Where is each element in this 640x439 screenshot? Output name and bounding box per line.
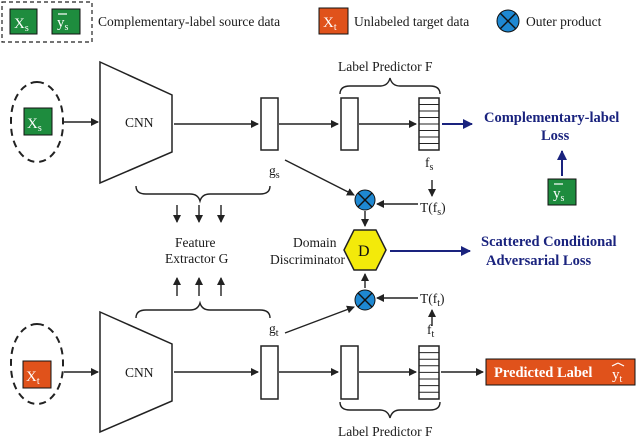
legend-outer-icon (496, 9, 520, 33)
svg-text:Xs: Xs (14, 16, 29, 34)
source-input-dashed-border (10, 81, 64, 163)
domain-discriminator-label-2: Discriminator (270, 252, 345, 267)
outer-product-top-icon (354, 189, 376, 211)
domain-discriminator (343, 229, 387, 271)
source-feature-gs (260, 97, 279, 151)
adversarial-loss-label-1: Scattered Conditional (481, 234, 616, 250)
target-output-label: ft (427, 322, 435, 340)
target-feature-gt (260, 345, 279, 400)
source-cnn (99, 60, 173, 185)
legend-ybar-swatch: ys (51, 8, 81, 35)
complementary-loss-label-2: Loss (541, 128, 570, 144)
predicted-label-box: Predicted Label yt (485, 358, 636, 386)
feature-extractor-brace-top (135, 185, 271, 204)
target-cnn (99, 310, 173, 434)
target-cnn-label: CNN (125, 365, 154, 380)
legend-outer-label: Outer product (526, 14, 602, 29)
source-branch: Xs CNN gs fs Label Predictor F Complemen… (10, 59, 619, 218)
legend-source-swatch: Xs (9, 8, 38, 35)
target-transform-label: T(ft) (420, 291, 445, 309)
source-predictor-layer (340, 97, 359, 151)
source-feature-label: gs (269, 163, 280, 181)
feature-extractor-label-1: Feature (175, 235, 215, 250)
feature-extractor-brace-bottom (135, 300, 271, 319)
source-predictor-brace (339, 77, 441, 95)
svg-text:Xt: Xt (323, 15, 337, 33)
source-cnn-label: CNN (125, 115, 154, 130)
adversarial-loss-label-2: Adversarial Loss (486, 253, 591, 269)
source-predictor-label: Label Predictor F (338, 59, 433, 74)
svg-text:ys: ys (553, 186, 565, 204)
svg-text:Predicted Label: Predicted Label (494, 365, 592, 381)
feature-extractor-label-2: Extractor G (165, 251, 229, 266)
source-input: Xs (23, 107, 53, 136)
svg-text:yt: yt (612, 367, 623, 385)
discriminator-symbol: D (358, 243, 370, 260)
source-transform-label: T(fs) (420, 200, 446, 218)
source-output-label: fs (425, 155, 434, 173)
middle-section: D Domain Discriminator Scattered Conditi… (270, 159, 616, 334)
target-output-ft (418, 345, 440, 400)
legend: Xs ys Complementary-label source data Xt… (1, 1, 602, 43)
svg-text:Xt: Xt (26, 369, 40, 387)
target-predictor-layer (340, 345, 359, 400)
legend-source-label: Complementary-label source data (98, 14, 280, 29)
source-ybar-label-box: ys (547, 178, 577, 206)
target-predictor-label: Label Predictor F (338, 424, 433, 439)
source-output-fs (418, 97, 440, 151)
complementary-loss-label-1: Complementary-label (484, 110, 619, 126)
svg-text:Xs: Xs (27, 116, 42, 134)
svg-text:ys: ys (57, 15, 69, 33)
outer-product-bottom-icon (354, 289, 376, 311)
target-feature-label: gt (269, 321, 279, 339)
target-predictor-brace (339, 401, 441, 419)
target-input: Xt (22, 360, 52, 389)
target-input-dashed-border (10, 323, 64, 405)
legend-border (1, 1, 93, 43)
domain-discriminator-label-1: Domain (293, 235, 337, 250)
legend-target-label: Unlabeled target data (354, 14, 469, 29)
legend-target-swatch: Xt (318, 7, 349, 35)
target-branch: T(ft) ft Xt CNN gt Predicted La (10, 291, 636, 439)
